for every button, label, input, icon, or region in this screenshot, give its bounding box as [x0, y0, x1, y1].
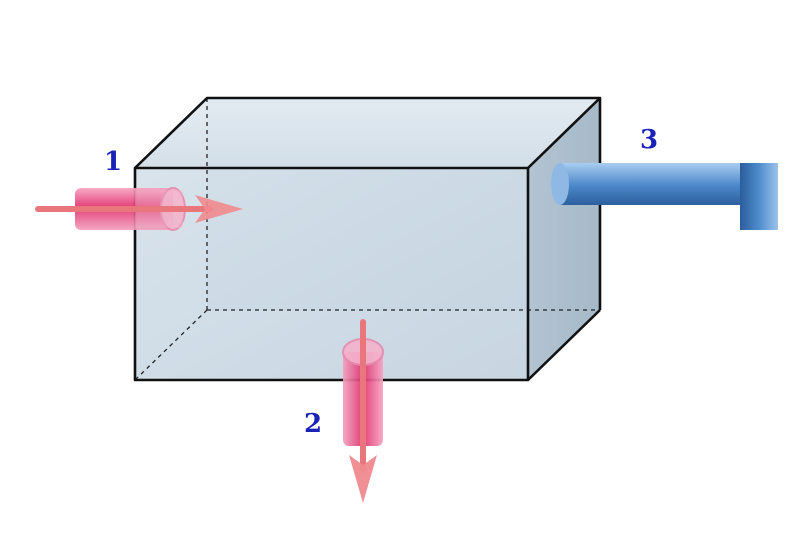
pipe-label: 3 — [640, 125, 658, 155]
box-visible-edges — [133, 96, 602, 382]
inlet-arrow-head — [195, 195, 243, 223]
inlet-flow — [35, 187, 243, 231]
inlet-label: 1 — [104, 147, 122, 177]
pipe-inner-end — [551, 163, 569, 205]
transparent-box — [133, 96, 602, 382]
box-front-face — [135, 168, 528, 380]
outlet-arrow-head — [349, 455, 377, 503]
box-top-face — [135, 98, 600, 168]
outlet-label: 2 — [304, 409, 322, 439]
pipe-body — [560, 163, 750, 205]
outlet-flow — [342, 319, 384, 503]
exhaust-pipe — [551, 163, 778, 230]
pipe-flange — [740, 163, 778, 230]
